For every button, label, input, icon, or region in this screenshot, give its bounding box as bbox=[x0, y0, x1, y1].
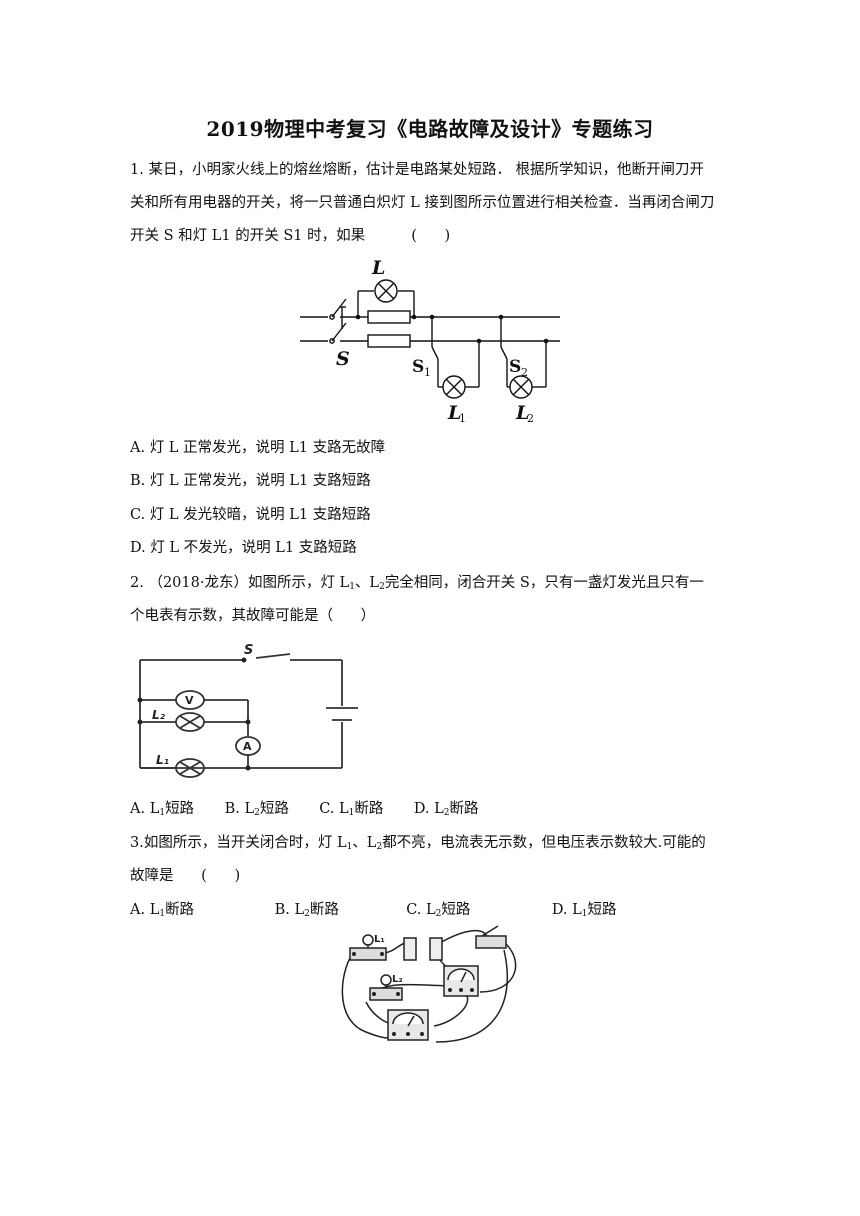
q2-text-line-1: 2. （2018·龙东）如图所示，灯 L1、L2完全相同，闭合开关 S，只有一盏… bbox=[130, 572, 740, 598]
q2-label-L2: L₂ bbox=[152, 708, 166, 722]
q2-option-c-post: 断路 bbox=[354, 801, 384, 817]
q3-option-c-sub: 2 bbox=[435, 909, 442, 919]
q2-option-b-pre: B. L bbox=[224, 801, 255, 817]
q2-line1-sub2: 2 bbox=[379, 582, 385, 592]
q3-line1-part-a: 3.如图所示，当开关闭合时，灯 L bbox=[130, 835, 347, 851]
q2-option-a-pre: A. L bbox=[130, 801, 160, 817]
q1-label-S2-sub: 2 bbox=[521, 366, 528, 379]
q3-label-L1: L₁ bbox=[374, 934, 385, 945]
page-title: 2019物理中考复习《电路故障及设计》专题练习 bbox=[206, 117, 654, 141]
q2-option-d: D. L2断路 bbox=[414, 798, 504, 824]
q3-option-b-post: 断路 bbox=[309, 902, 339, 918]
q2-line1-part-b: 、L bbox=[354, 575, 380, 591]
q1-label-L1: L bbox=[447, 402, 461, 424]
q2-option-a-sub: 1 bbox=[159, 808, 166, 818]
q2-options-row: A. L1短路 B. L2短路 C. L1断路 D. L2断路 bbox=[130, 798, 740, 824]
q3-option-d: D. L1短路 bbox=[552, 899, 642, 925]
q2-option-c-sub: 1 bbox=[348, 808, 355, 818]
q2-label-S: S bbox=[244, 643, 253, 658]
q3-options-row: A. L1断路 B. L2断路 C. L2短路 D. L1短路 bbox=[130, 899, 740, 925]
q3-option-c-pre: C. L bbox=[406, 902, 436, 918]
q3-line1-part-b: 、L bbox=[352, 835, 377, 851]
q1-label-L2: L bbox=[515, 402, 529, 424]
q1-label-S1-sub: 1 bbox=[424, 366, 431, 379]
q2-option-d-post: 断路 bbox=[449, 801, 479, 817]
q2-label-A: A bbox=[243, 740, 252, 753]
q3-line1-sub2: 2 bbox=[376, 842, 383, 852]
q1-option-a: A. 灯 L 正常发光，说明 L1 支路无故障 bbox=[130, 440, 386, 456]
q3-option-b: B. L2断路 bbox=[275, 899, 402, 925]
q2-option-a-post: 短路 bbox=[165, 801, 195, 817]
q1-text-line-1: 1. 某日，小明家火线上的熔丝熔断，估计是电路某处短路． 根据所学知识，他断开闸… bbox=[130, 162, 705, 178]
q1-option-b: B. 灯 L 正常发光，说明 L1 支路短路 bbox=[130, 473, 371, 489]
q3-circuit-photo-diagram: L₁ L₂ bbox=[336, 922, 528, 1064]
q3-option-d-sub: 1 bbox=[581, 909, 588, 919]
q3-circuit-svg: L₁ L₂ bbox=[341, 925, 517, 1043]
q3-line1-sub1: 1 bbox=[346, 842, 353, 852]
q3-option-c-post: 短路 bbox=[441, 902, 471, 918]
q1-option-d: D. 灯 L 不发光，说明 L1 支路短路 bbox=[130, 540, 357, 556]
q2-option-c-pre: C. L bbox=[319, 801, 349, 817]
q3-option-b-pre: B. L bbox=[274, 902, 305, 918]
q1-text-line-3: 开关 S 和灯 L1 的开关 S1 时，如果 ( ) bbox=[130, 228, 451, 244]
q3-option-a: A. L1断路 bbox=[130, 899, 270, 925]
q2-text-line-2: 个电表有示数，其故障可能是（ ） bbox=[130, 608, 376, 624]
q2-option-a: A. L1短路 bbox=[130, 798, 220, 824]
q3-text-line-1: 3.如图所示，当开关闭合时，灯 L1、L2都不亮，电流表无示数，但电压表示数较大… bbox=[130, 832, 740, 858]
q2-line1-part-a: 2. （2018·龙东）如图所示，灯 L bbox=[130, 575, 350, 591]
q1-option-c: C. 灯 L 发光较暗，说明 L1 支路短路 bbox=[130, 507, 371, 523]
q3-option-b-sub: 2 bbox=[304, 909, 310, 919]
q2-line1-part-c: 完全相同，闭合开关 S，只有一盏灯发光且只有一 bbox=[384, 575, 704, 591]
q3-text-line-2: 故障是 ( ) bbox=[130, 868, 241, 884]
q1-label-L2-sub: 2 bbox=[527, 412, 534, 425]
q2-option-b-sub: 2 bbox=[254, 808, 260, 818]
q3-option-a-post: 断路 bbox=[165, 902, 195, 918]
q2-line1-sub1: 1 bbox=[349, 582, 355, 592]
q1-label-S1: S bbox=[412, 357, 424, 377]
q1-label-S2: S bbox=[509, 357, 521, 377]
q2-circuit-diagram: S V A L₂ L₁ bbox=[130, 638, 360, 784]
q1-label-L: L bbox=[371, 257, 385, 279]
q3-option-c: C. L2短路 bbox=[406, 899, 547, 925]
q3-option-d-pre: D. L bbox=[551, 902, 582, 918]
q3-option-a-pre: A. L bbox=[130, 902, 160, 918]
q2-option-d-sub: 2 bbox=[443, 808, 450, 818]
q3-option-a-sub: 1 bbox=[159, 909, 166, 919]
q2-option-d-pre: D. L bbox=[413, 801, 444, 817]
q1-text-line-2: 关和所有用电器的开关，将一只普通白炽灯 L 接到图所示位置进行相关检查．当再闭合… bbox=[130, 195, 715, 211]
q3-line1-part-c: 都不亮，电流表无示数，但电压表示数较大.可能的 bbox=[382, 835, 706, 851]
q2-label-V: V bbox=[185, 694, 194, 707]
q1-circuit-svg: L S L L S S 1 2 1 2 bbox=[300, 257, 560, 425]
q2-option-b: B. L2短路 bbox=[225, 798, 315, 824]
q2-circuit-svg: S V A L₂ L₁ bbox=[137, 643, 358, 778]
q2-option-b-post: 短路 bbox=[259, 801, 289, 817]
q2-option-c: C. L1断路 bbox=[319, 798, 409, 824]
q1-label-L1-sub: 1 bbox=[459, 412, 466, 425]
q1-circuit-diagram: L S L L S S 1 2 1 2 bbox=[298, 255, 568, 427]
q3-label-L2: L₂ bbox=[392, 974, 403, 985]
q2-label-L1: L₁ bbox=[156, 753, 169, 767]
q1-label-S: S bbox=[336, 348, 350, 370]
q3-option-d-post: 短路 bbox=[587, 902, 617, 918]
